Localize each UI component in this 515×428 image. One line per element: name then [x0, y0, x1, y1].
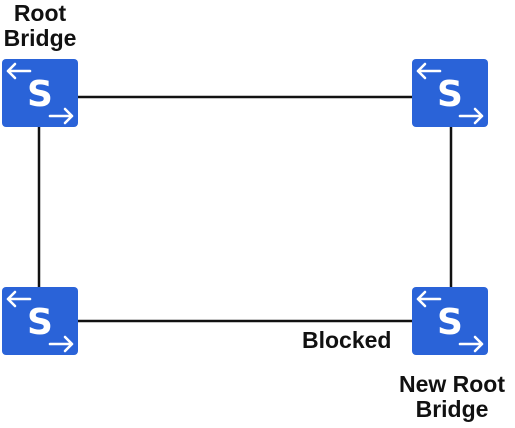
switch-glyph: S	[27, 74, 53, 115]
switch-bottom-left[interactable]: S	[2, 287, 78, 355]
arrow-left-icon	[416, 290, 442, 308]
arrow-left-icon	[6, 62, 32, 80]
switch-top-left[interactable]: S	[2, 59, 78, 127]
new-root-bridge-label-line2: Bridge	[415, 396, 489, 422]
switch-body	[2, 59, 78, 127]
blocked-label-text: Blocked	[302, 327, 392, 353]
new-root-bridge-label: New Root Bridge	[384, 372, 515, 422]
arrow-right-icon	[458, 107, 484, 125]
arrow-left-icon	[416, 62, 442, 80]
switch-body	[412, 59, 488, 127]
new-root-bridge-label-line1: New Root	[398, 371, 506, 397]
switch-glyph: S	[437, 302, 463, 343]
switch-body	[2, 287, 78, 355]
arrow-right-icon	[48, 107, 74, 125]
switch-glyph: S	[27, 302, 53, 343]
links	[37, 95, 453, 323]
arrow-right-icon	[458, 335, 484, 353]
root-bridge-label-line1: Root	[13, 0, 67, 26]
switch-top-right[interactable]: S	[412, 59, 488, 127]
root-bridge-label-line2: Bridge	[3, 25, 77, 51]
switch-glyph: S	[437, 74, 463, 115]
arrow-right-icon	[48, 335, 74, 353]
arrow-left-icon	[6, 290, 32, 308]
switch-icon: S	[412, 287, 488, 355]
switch-icon: S	[2, 59, 78, 127]
blocked-label: Blocked	[302, 328, 391, 353]
switch-bottom-right[interactable]: S	[412, 287, 488, 355]
root-bridge-label: Root Bridge	[0, 1, 80, 51]
switch-icon: S	[2, 287, 78, 355]
switch-body	[412, 287, 488, 355]
switch-icon: S	[412, 59, 488, 127]
